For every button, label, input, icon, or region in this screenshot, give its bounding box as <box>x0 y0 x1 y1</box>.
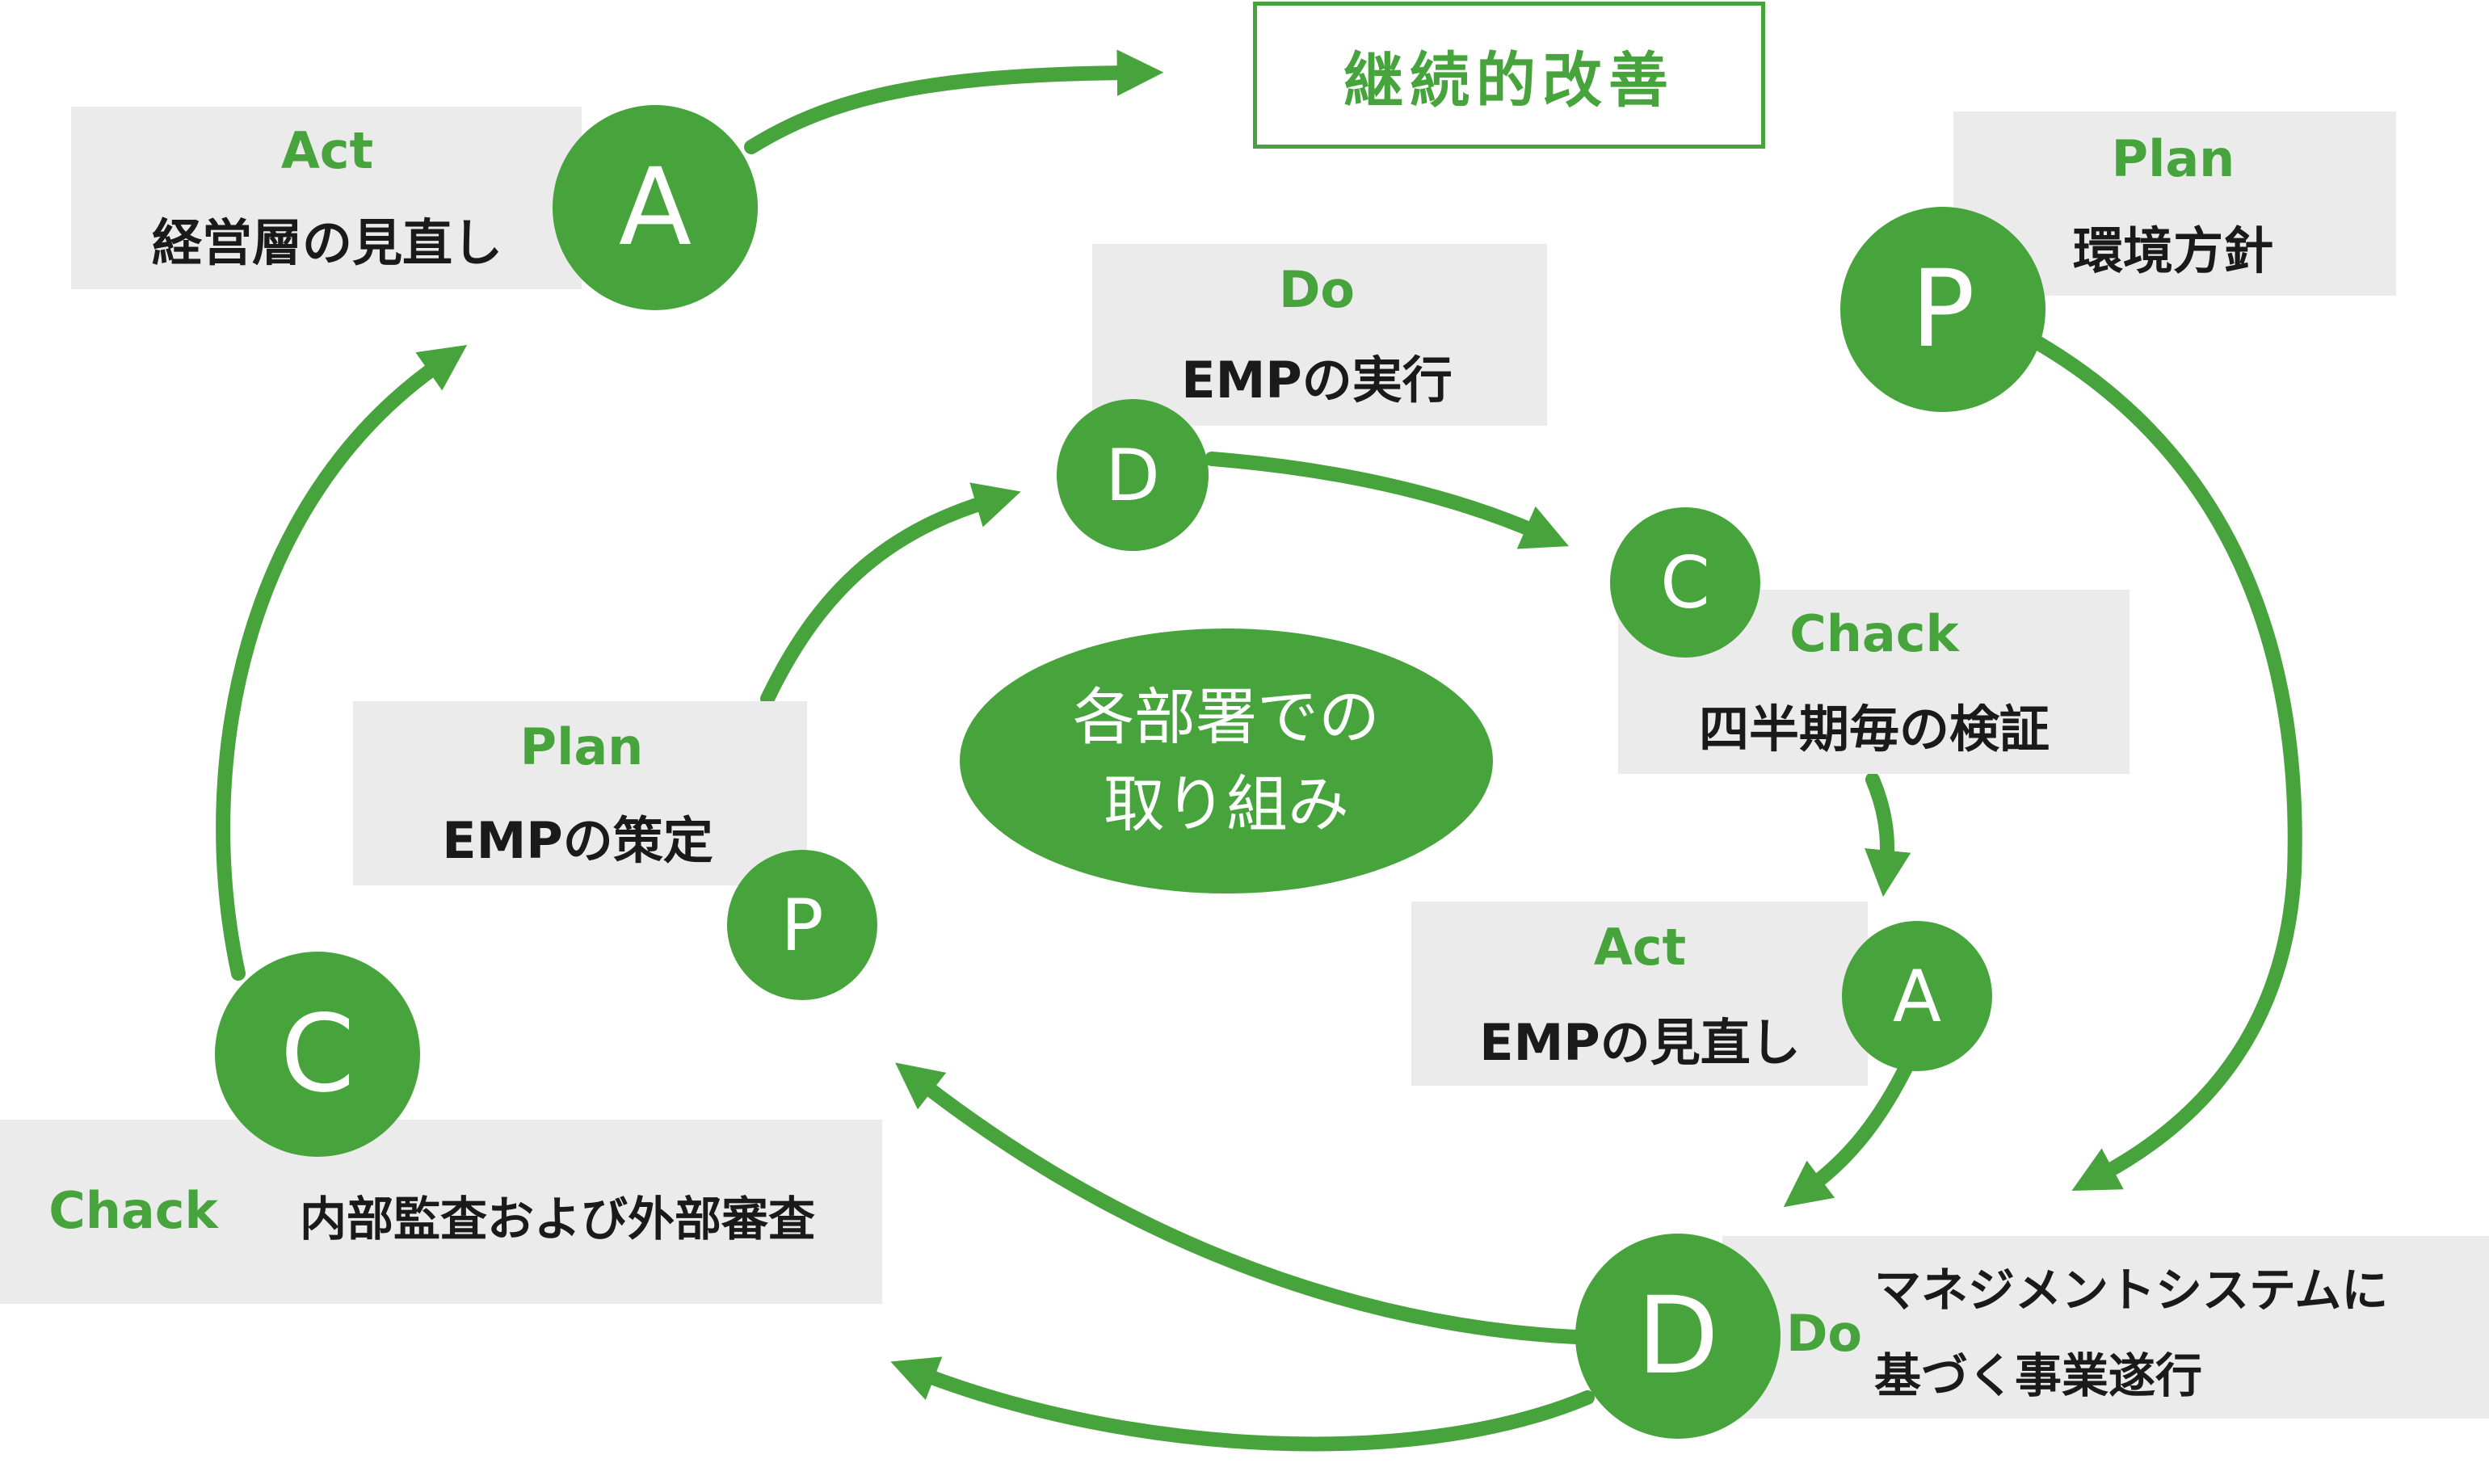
outer-do-text-line-2: 基づく事業遂行 <box>1874 1348 2203 1403</box>
arrow-do-lower-back <box>890 1356 1595 1452</box>
inner-act-box <box>1411 902 1868 1086</box>
arrow-inner-act-to-do <box>1783 1059 1914 1208</box>
inner-check-label: Chack <box>1789 604 1959 663</box>
outer-act-label: Act <box>280 121 374 180</box>
outer-do-circle: D <box>1575 1234 1781 1439</box>
center-line-1: 各部署での <box>1073 681 1380 753</box>
inner-act-label: Act <box>1593 918 1687 977</box>
outer-do-label: Do <box>1785 1304 1863 1363</box>
inner-do-circle: D <box>1057 399 1209 551</box>
center-line-2: 取り組み <box>1104 768 1349 840</box>
inner-do-box <box>1092 244 1547 426</box>
inner-check-text: 四半期毎の検証 <box>1698 700 2050 759</box>
outer-plan-text: 環境方針 <box>2072 221 2273 280</box>
inner-do-label: Do <box>1278 260 1356 319</box>
arrow-act-to-continuous <box>744 49 1164 154</box>
inner-plan-circle: P <box>727 850 877 1000</box>
outer-do-text-line-1: マネジメントシステムに <box>1874 1263 2389 1318</box>
inner-act-circle: A <box>1842 921 1992 1071</box>
inner-plan-label: Plan <box>519 717 644 776</box>
arrow-inner-check-to-act <box>1865 772 1911 898</box>
outer-do-box <box>1722 1236 2489 1419</box>
inner-plan-text: EMPの策定 <box>442 811 713 870</box>
arrow-inner-plan-to-do <box>760 482 1021 706</box>
outer-check-circle: C <box>215 952 420 1157</box>
inner-check-circle: C <box>1610 507 1760 658</box>
outer-check-text: 内部監査および外部審査 <box>299 1192 815 1246</box>
inner-do-text: EMPの実行 <box>1181 351 1453 410</box>
outer-check-label: Chack <box>48 1181 218 1240</box>
continuous-improvement-title: 継続的改善 <box>1253 2 1765 149</box>
arrow-do-to-check-outer <box>895 1062 1583 1344</box>
inner-act-text: EMPの見直し <box>1479 1013 1801 1072</box>
outer-act-box <box>71 107 582 289</box>
arrow-check-to-act-outer <box>216 344 468 981</box>
outer-act-circle: A <box>553 105 758 310</box>
outer-act-text: 経営層の見直し <box>151 213 502 272</box>
center-department-efforts: 各部署での 取り組み <box>960 628 1493 893</box>
inner-plan-box <box>353 701 807 885</box>
outer-check-box <box>0 1120 882 1304</box>
outer-plan-label: Plan <box>2111 129 2235 188</box>
arrow-inner-do-to-check <box>1205 452 1569 549</box>
arrow-plan-to-do-outer <box>2024 332 2302 1192</box>
outer-plan-circle: P <box>1840 207 2045 412</box>
